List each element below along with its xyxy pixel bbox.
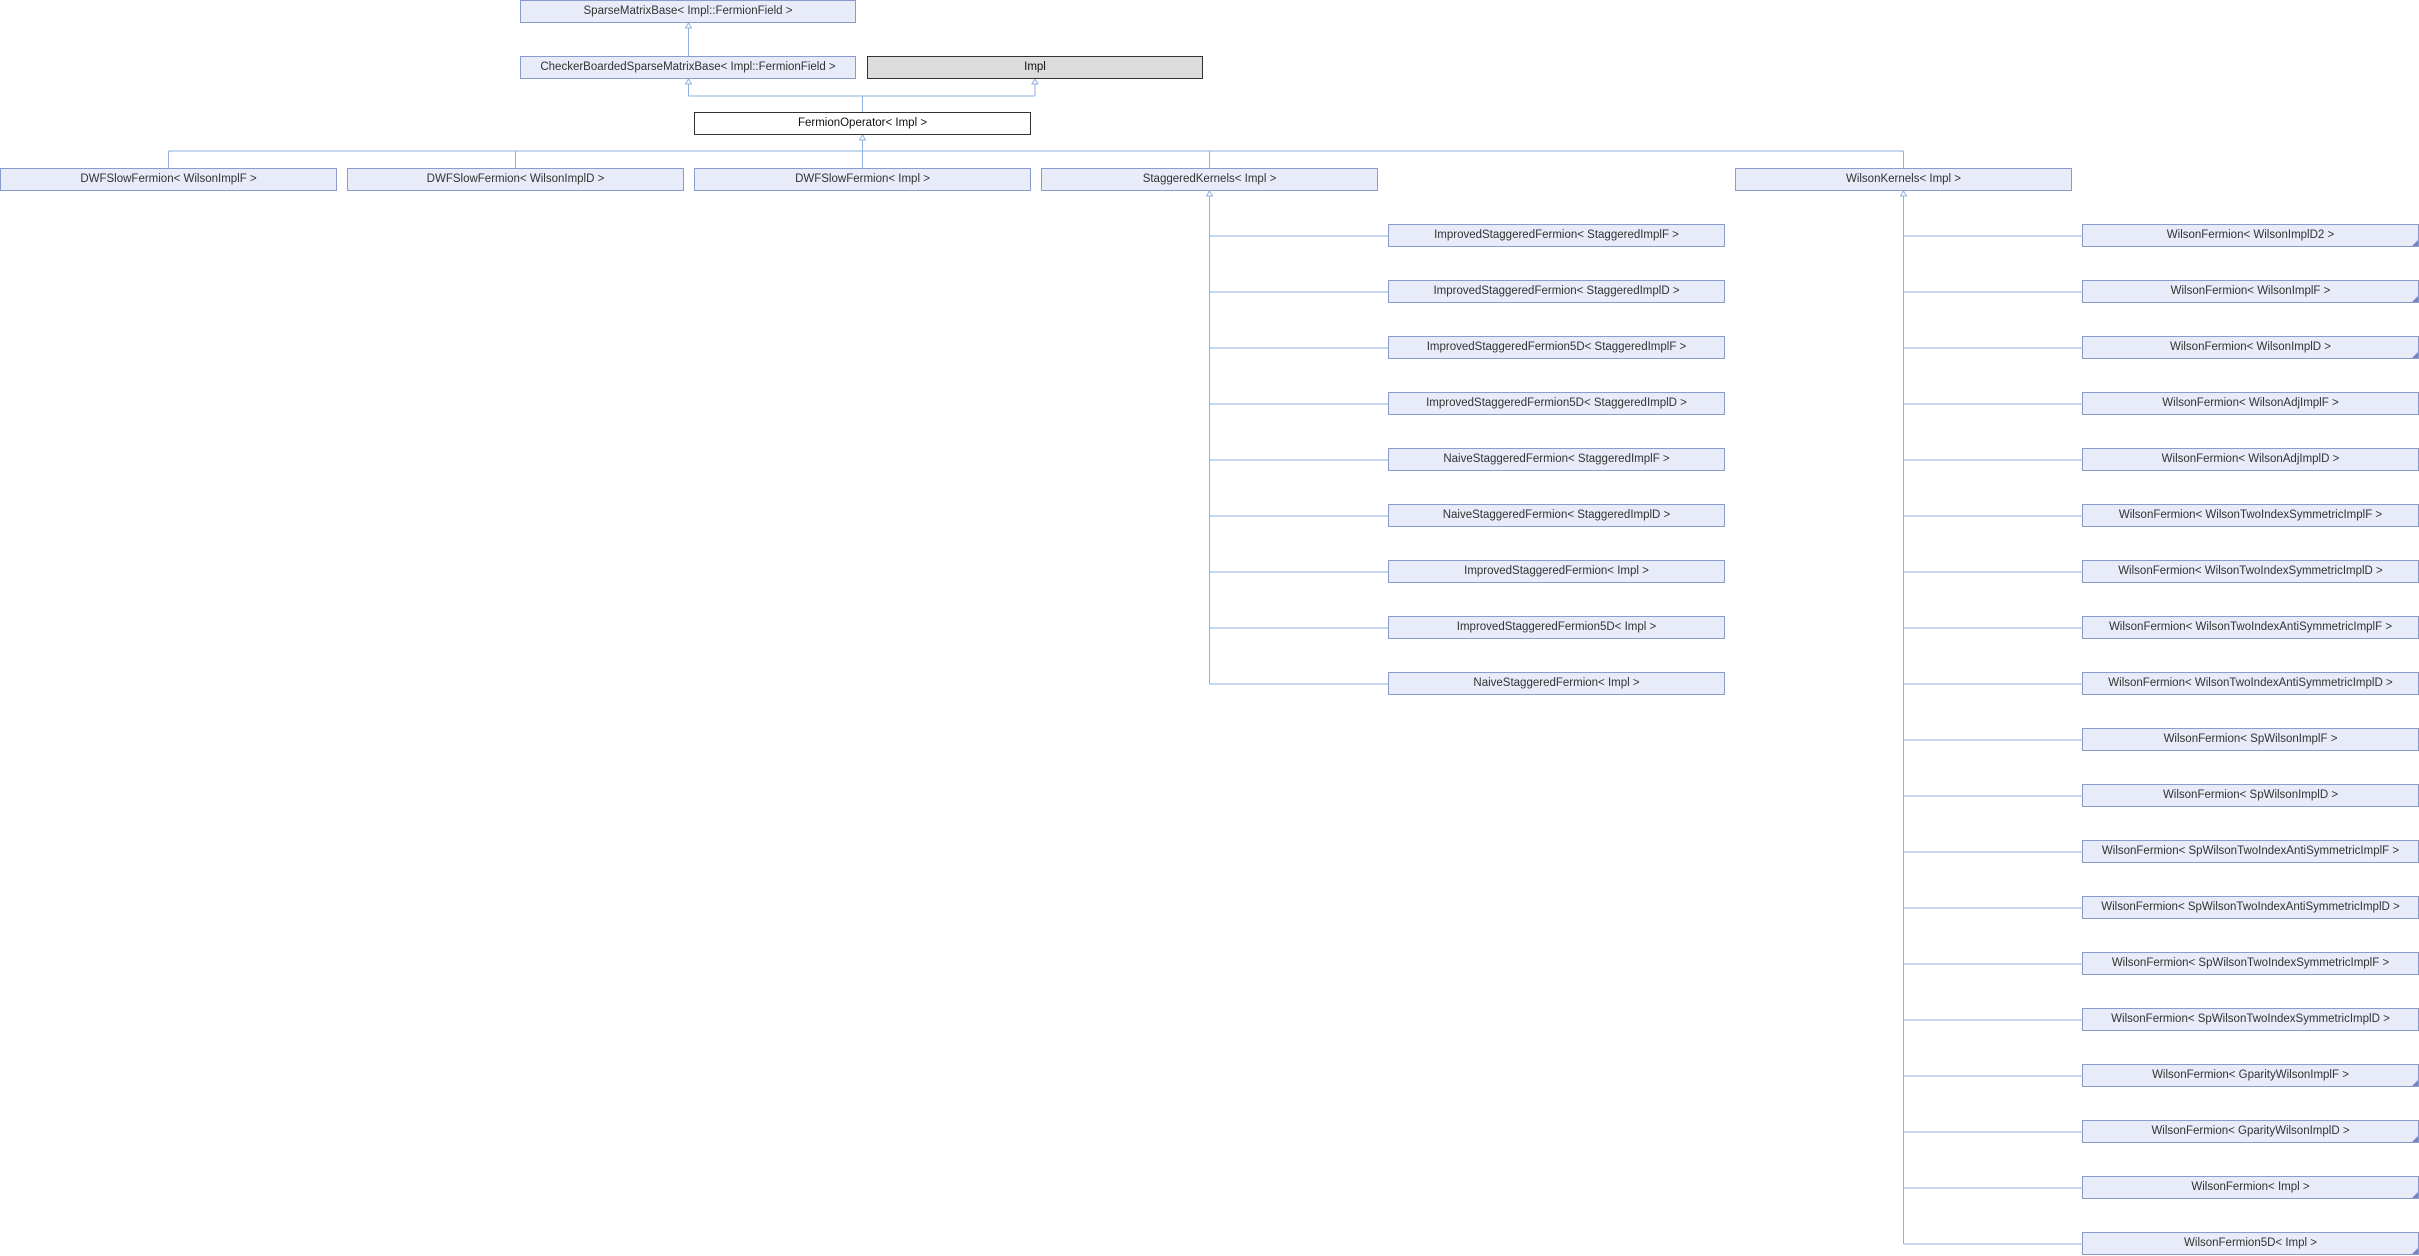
node-wilson-child[interactable]: WilsonFermion< SpWilsonImplD >	[2082, 784, 2419, 807]
node-wilson-child[interactable]: WilsonFermion< GparityWilsonImplF >	[2082, 1064, 2419, 1087]
node-label: NaiveStaggeredFermion< Impl >	[1473, 677, 1640, 689]
more-children-corner-icon	[2412, 352, 2418, 358]
node-staggered-child[interactable]: ImprovedStaggeredFermion5D< Impl >	[1388, 616, 1725, 639]
node-label: ImprovedStaggeredFermion< StaggeredImplD…	[1433, 285, 1680, 297]
node-dwf-slow-fermion-wilsonimplf[interactable]: DWFSlowFermion< WilsonImplF >	[0, 168, 337, 191]
node-label: NaiveStaggeredFermion< StaggeredImplD >	[1442, 509, 1671, 521]
more-children-corner-icon	[2412, 1248, 2418, 1254]
node-label: SparseMatrixBase< Impl::FermionField >	[583, 5, 793, 17]
node-wilson-child[interactable]: WilsonFermion< WilsonTwoIndexAntiSymmetr…	[2082, 672, 2419, 695]
node-wilson-child[interactable]: WilsonFermion5D< Impl >	[2082, 1232, 2419, 1255]
node-label: StaggeredKernels< Impl >	[1142, 173, 1277, 185]
node-label: WilsonFermion< WilsonAdjImplF >	[2162, 397, 2339, 409]
node-wilson-child[interactable]: WilsonFermion< SpWilsonTwoIndexSymmetric…	[2082, 952, 2419, 975]
node-label: WilsonFermion< GparityWilsonImplF >	[2152, 1069, 2349, 1081]
node-label: WilsonFermion< SpWilsonImplD >	[2162, 789, 2339, 801]
node-label: NaiveStaggeredFermion< StaggeredImplF >	[1443, 453, 1670, 465]
node-staggered-kernels[interactable]: StaggeredKernels< Impl >	[1041, 168, 1378, 191]
inheritance-arrowhead	[1899, 190, 1908, 197]
node-label: DWFSlowFermion< WilsonImplF >	[80, 173, 257, 185]
node-label: WilsonFermion< WilsonTwoIndexAntiSymmetr…	[2108, 621, 2393, 633]
inheritance-arrowhead	[684, 78, 693, 85]
node-wilson-child[interactable]: WilsonFermion< SpWilsonTwoIndexSymmetric…	[2082, 1008, 2419, 1031]
node-wilson-child[interactable]: WilsonFermion< WilsonTwoIndexSymmetricIm…	[2082, 560, 2419, 583]
node-wilson-child[interactable]: WilsonFermion< WilsonTwoIndexAntiSymmetr…	[2082, 616, 2419, 639]
more-children-corner-icon	[2412, 1136, 2418, 1142]
node-wilson-child[interactable]: WilsonFermion< Impl >	[2082, 1176, 2419, 1199]
node-label: WilsonFermion< GparityWilsonImplD >	[2151, 1125, 2350, 1137]
node-wilson-child[interactable]: WilsonFermion< SpWilsonImplF >	[2082, 728, 2419, 751]
more-children-corner-icon	[2412, 1080, 2418, 1086]
node-dwf-slow-fermion-impl[interactable]: DWFSlowFermion< Impl >	[694, 168, 1031, 191]
node-wilson-child[interactable]: WilsonFermion< WilsonAdjImplF >	[2082, 392, 2419, 415]
node-label: ImprovedStaggeredFermion< Impl >	[1464, 565, 1649, 577]
node-staggered-child[interactable]: ImprovedStaggeredFermion< Impl >	[1388, 560, 1725, 583]
node-wilson-kernels[interactable]: WilsonKernels< Impl >	[1735, 168, 2072, 191]
more-children-corner-icon	[2412, 1192, 2418, 1198]
node-checkerboarded-sparse-matrix-base[interactable]: CheckerBoardedSparseMatrixBase< Impl::Fe…	[520, 56, 856, 79]
node-wilson-child[interactable]: WilsonFermion< SpWilsonTwoIndexAntiSymme…	[2082, 840, 2419, 863]
node-label: WilsonFermion< SpWilsonImplF >	[2163, 733, 2338, 745]
node-label: WilsonFermion< WilsonTwoIndexSymmetricIm…	[2118, 565, 2383, 577]
more-children-corner-icon	[2412, 296, 2418, 302]
more-children-corner-icon	[2412, 240, 2418, 246]
node-label: WilsonFermion< SpWilsonTwoIndexAntiSymme…	[2101, 901, 2400, 913]
node-label: ImprovedStaggeredFermion5D< StaggeredImp…	[1426, 397, 1687, 409]
node-label: DWFSlowFermion< Impl >	[795, 173, 930, 185]
node-staggered-child[interactable]: NaiveStaggeredFermion< StaggeredImplD >	[1388, 504, 1725, 527]
node-label: WilsonFermion< Impl >	[2191, 1181, 2310, 1193]
inheritance-arrowhead	[1031, 78, 1039, 85]
node-staggered-child[interactable]: ImprovedStaggeredFermion5D< StaggeredImp…	[1388, 336, 1725, 359]
node-label: WilsonFermion< WilsonTwoIndexSymmetricIm…	[2118, 509, 2383, 521]
node-label: CheckerBoardedSparseMatrixBase< Impl::Fe…	[540, 61, 836, 73]
node-wilson-child[interactable]: WilsonFermion< SpWilsonTwoIndexAntiSymme…	[2082, 896, 2419, 919]
node-wilson-child[interactable]: WilsonFermion< WilsonTwoIndexSymmetricIm…	[2082, 504, 2419, 527]
node-wilson-child[interactable]: WilsonFermion< GparityWilsonImplD >	[2082, 1120, 2419, 1143]
node-label: WilsonFermion< WilsonImplF >	[2170, 285, 2331, 297]
node-dwf-slow-fermion-wilsonimpld[interactable]: DWFSlowFermion< WilsonImplD >	[347, 168, 684, 191]
node-wilson-child[interactable]: WilsonFermion< WilsonImplD2 >	[2082, 224, 2419, 247]
node-staggered-child[interactable]: ImprovedStaggeredFermion< StaggeredImplD…	[1388, 280, 1725, 303]
node-staggered-child[interactable]: ImprovedStaggeredFermion< StaggeredImplF…	[1388, 224, 1725, 247]
node-label: WilsonFermion< WilsonTwoIndexAntiSymmetr…	[2108, 677, 2393, 689]
inheritance-arrowhead	[858, 134, 867, 141]
inheritance-arrowhead	[1205, 190, 1214, 197]
node-wilson-child[interactable]: WilsonFermion< WilsonImplD >	[2082, 336, 2419, 359]
node-label: WilsonKernels< Impl >	[1845, 173, 1962, 185]
node-label: DWFSlowFermion< WilsonImplD >	[426, 173, 605, 185]
node-label: WilsonFermion< SpWilsonTwoIndexSymmetric…	[2111, 1013, 2390, 1025]
node-label: WilsonFermion< SpWilsonTwoIndexSymmetric…	[2111, 957, 2390, 969]
node-staggered-child[interactable]: NaiveStaggeredFermion< StaggeredImplF >	[1388, 448, 1725, 471]
node-label: WilsonFermion5D< Impl >	[2184, 1237, 2317, 1249]
node-label: ImprovedStaggeredFermion5D< StaggeredImp…	[1426, 341, 1687, 353]
inheritance-arrowhead	[684, 22, 693, 29]
node-label: WilsonFermion< WilsonImplD >	[2169, 341, 2332, 353]
node-label: ImprovedStaggeredFermion5D< Impl >	[1456, 621, 1657, 633]
node-staggered-child[interactable]: ImprovedStaggeredFermion5D< StaggeredImp…	[1388, 392, 1725, 415]
node-wilson-child[interactable]: WilsonFermion< WilsonImplF >	[2082, 280, 2419, 303]
node-label: FermionOperator< Impl >	[797, 117, 928, 129]
node-label: WilsonFermion< SpWilsonTwoIndexAntiSymme…	[2101, 845, 2400, 857]
node-staggered-child[interactable]: NaiveStaggeredFermion< Impl >	[1388, 672, 1725, 695]
node-label: ImprovedStaggeredFermion< StaggeredImplF…	[1434, 229, 1679, 241]
node-label: WilsonFermion< WilsonAdjImplD >	[2161, 453, 2340, 465]
node-fermion-operator: FermionOperator< Impl >	[694, 112, 1031, 135]
node-impl: Impl	[867, 56, 1203, 79]
node-sparse-matrix-base[interactable]: SparseMatrixBase< Impl::FermionField >	[520, 0, 856, 23]
node-label: Impl	[1024, 61, 1046, 73]
node-label: WilsonFermion< WilsonImplD2 >	[2166, 229, 2335, 241]
node-wilson-child[interactable]: WilsonFermion< WilsonAdjImplD >	[2082, 448, 2419, 471]
